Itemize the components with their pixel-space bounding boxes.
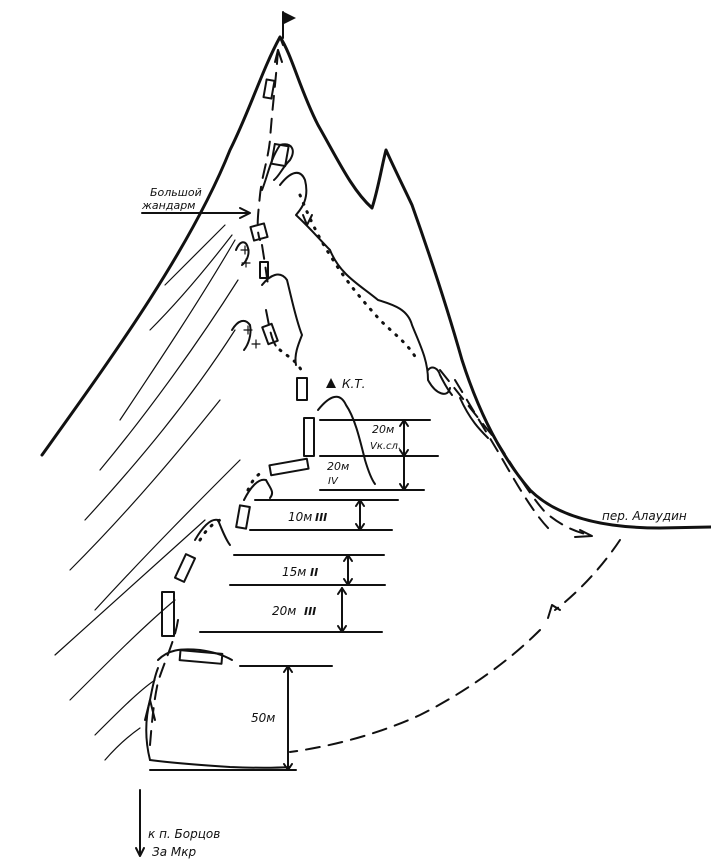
pitch-2-length: 20м: [327, 460, 349, 473]
pitch-1-grade: Vк.сл.: [370, 441, 401, 452]
approach-line1: к п. Борцов: [148, 827, 220, 841]
pitch-6-label: 50м: [251, 711, 275, 725]
control-tour-text: К.Т.: [342, 377, 365, 391]
shading-hatching: [54, 224, 241, 761]
ridge-outlines: [145, 143, 489, 769]
pass-text: пер. Алаудин: [602, 509, 687, 523]
pitch-horizontal-lines: [149, 419, 439, 771]
pitch-2-label: 20м IV: [327, 460, 349, 487]
control-tour-label: К.Т.: [326, 377, 365, 391]
pitch-1-label: 20м Vк.сл.: [370, 423, 401, 452]
big-gendarme-line1: Большой: [150, 186, 202, 199]
cairn-triangle-icon: [326, 378, 336, 388]
pitch-6-length: 50м: [251, 711, 275, 725]
big-gendarme-label: Большой жандарм: [141, 186, 251, 219]
pitch-4-grade: II: [310, 566, 318, 579]
pitch-3-label: 10м III: [288, 510, 327, 524]
big-gendarme-line2: жандарм: [141, 199, 195, 212]
route-arrows: [144, 49, 593, 721]
approach-line2: За Мкр: [152, 845, 196, 859]
pitch-5-length: 20м: [272, 604, 296, 618]
pitch-3-length: 10м: [288, 510, 312, 524]
pitch-2-grade: IV: [328, 476, 339, 487]
belay-stations: [161, 78, 315, 665]
approach-label: к п. Борцов За Мкр: [135, 789, 220, 859]
pitch-5-label: 20м III: [272, 604, 316, 618]
pitch-4-label: 15м II: [282, 565, 318, 579]
climbing-route: [149, 49, 621, 753]
pitch-1-length: 20м: [372, 423, 394, 436]
pitch-dimension-arrows: [283, 419, 409, 771]
summit-flag-icon: [282, 11, 296, 39]
pitch-5-grade: III: [304, 605, 316, 618]
pitch-labels: 20м Vк.сл. 20м IV 10м III 15м II 20м III…: [251, 423, 401, 725]
piton-marks: [240, 245, 261, 349]
pitch-4-length: 15м: [282, 565, 306, 579]
pitch-3-grade: III: [315, 511, 327, 524]
pass-label: пер. Алаудин: [602, 509, 687, 523]
